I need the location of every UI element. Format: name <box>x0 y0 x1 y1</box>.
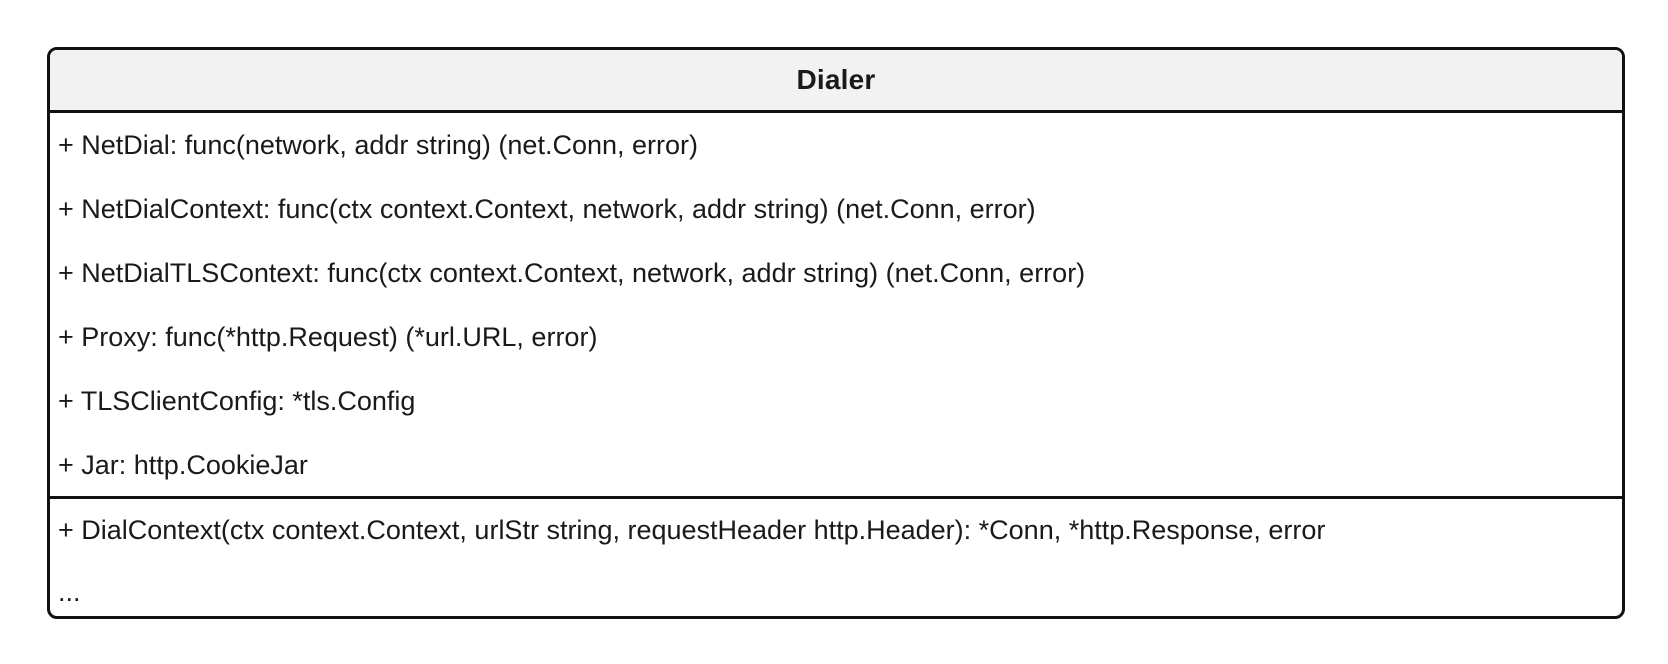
operations-compartment: + DialContext(ctx context.Context, urlSt… <box>50 499 1622 616</box>
attribute-netdialtlscontext: + NetDialTLSContext: func(ctx context.Co… <box>58 258 1086 288</box>
operation-ellipsis: ... <box>58 577 81 607</box>
attribute-netdial: + NetDial: func(network, addr string) (n… <box>58 130 698 160</box>
uml-class-box: Dialer + NetDial: func(network, addr str… <box>47 47 1625 619</box>
class-header: Dialer <box>50 50 1622 113</box>
attributes-compartment: + NetDial: func(network, addr string) (n… <box>50 113 1622 499</box>
attribute-jar: + Jar: http.CookieJar <box>58 450 308 480</box>
operation-dialcontext: + DialContext(ctx context.Context, urlSt… <box>58 515 1326 545</box>
attribute-proxy: + Proxy: func(*http.Request) (*url.URL, … <box>58 322 598 352</box>
class-name: Dialer <box>796 64 876 95</box>
attribute-tlsclientconfig: + TLSClientConfig: *tls.Config <box>58 386 416 416</box>
attribute-netdialcontext: + NetDialContext: func(ctx context.Conte… <box>58 194 1036 224</box>
